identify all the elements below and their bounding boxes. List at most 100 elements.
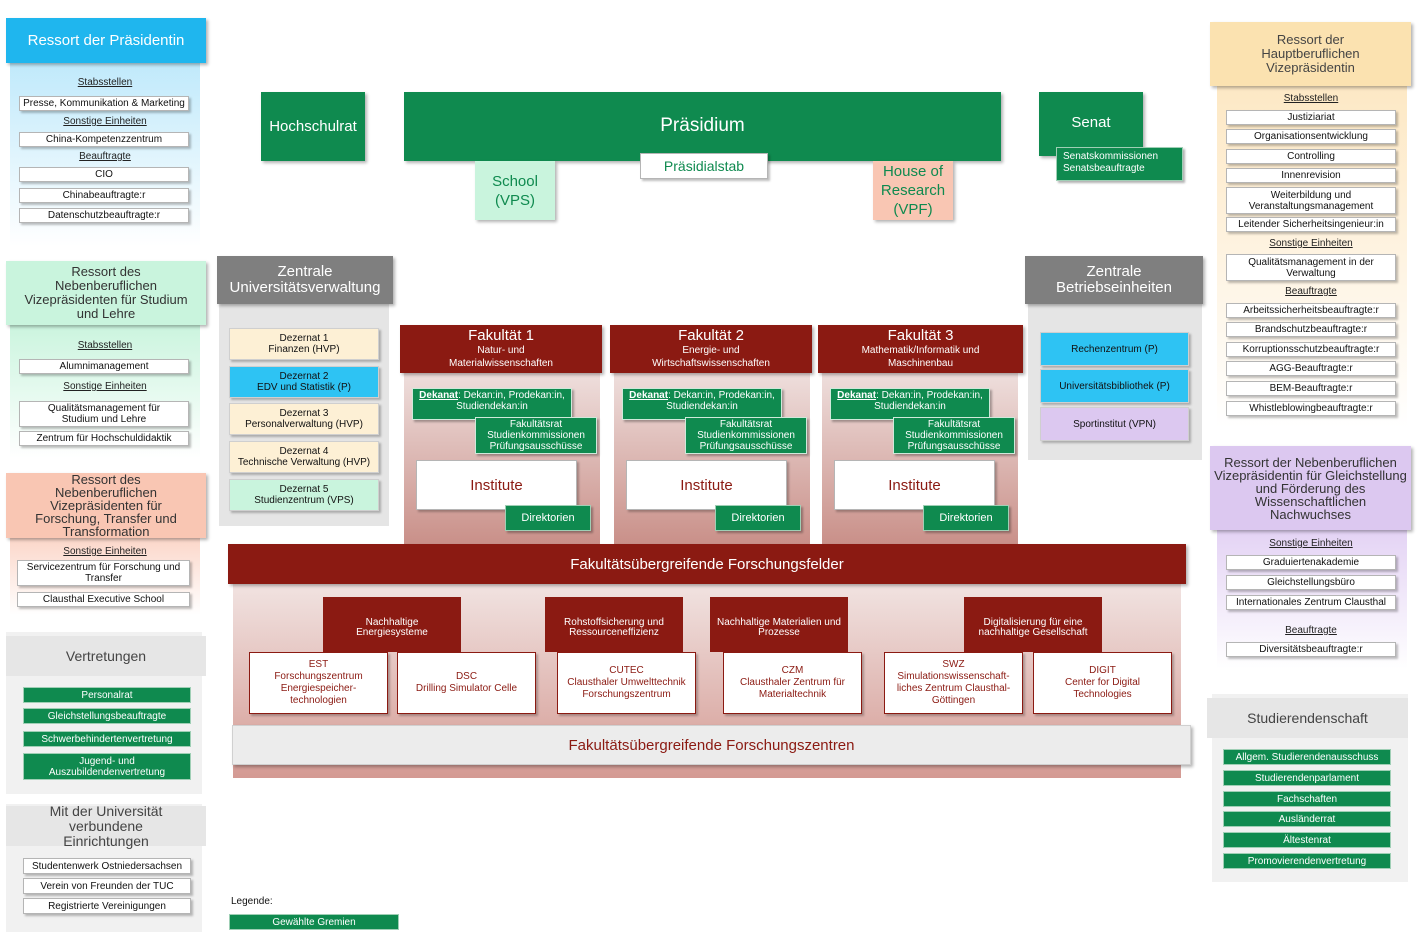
senat-sub-box: Senatskommissionen Senatsbeauftragte [1056,147,1183,181]
forschungszentrum-name: CUTEC [609,665,644,676]
hauptberuflich-beauf-5: Whistleblowingbeauftragte:r [1226,401,1396,416]
praesidentin-title: Ressort der Präsidentin [6,18,206,63]
dekanat-members: : Dekan:in, Prodekan:in, Studiendekan:in [874,390,983,412]
dekanat-label: Dekanat [629,390,669,401]
dezernat-number: Dezernat 5 [279,484,329,495]
hauptberuflich-beauf-2: Korruptionsschutzbeauftragte:r [1226,342,1396,357]
forschungsfeld-2: Nachhaltige Materialien und Prozesse [710,597,848,652]
forschungszentrum-desc: Forschungszentrum Energiespeicher-techno… [274,671,363,706]
praesidentin-sonstige-label: Sonstige Einheiten [63,116,147,127]
hauptberuflich-stab-2: Controlling [1226,149,1396,164]
forschungszentrum-name: DIGIT [1089,665,1116,676]
fakultaet-subtitle: Energie- und Wirtschaftswissenschaften [652,345,770,369]
studierendenschaft-title: Studierendenschaft [1207,698,1408,738]
studierendenschaft-item-1: Studierendenparlament [1223,770,1391,786]
fakultaetsrat-line: Studienkommissionen [697,430,795,441]
verbunden-title: Mit der Universität verbundene Einrichtu… [6,803,206,848]
studium-stabsstellen-label: Stabsstellen [77,340,133,351]
dezernat-number: Dezernat 2 [279,371,329,382]
zuv-title: Zentrale Universitätsverwaltung [217,256,393,304]
fakultaetsrat-line: Fakultätsrat [927,419,981,430]
zbe-title: Zentrale Betriebseinheiten [1025,256,1203,304]
hauptberuflich-beauf-4: BEM-Beauftragte:r [1226,381,1396,396]
forschungszentrum-name: DSC [455,671,478,682]
fakultaetsrat-line: Fakultätsrat [719,419,773,430]
senatsbeauftragte: Senatsbeauftragte [1063,163,1145,174]
dezernat-name: Personalverwaltung (HVP) [245,419,363,430]
forschungsfeld-0: Nachhaltige Energiesysteme [323,597,461,652]
hauptberuflich-stab-0: Justiziariat [1226,110,1396,125]
praesidentin-beauf-2: Datenschutzbeauftragte:r [19,208,189,223]
hauptberuflich-sonst-0: Qualitätsmanagement in der Verwaltung [1226,254,1396,281]
studium-sonst-1: Zentrum für Hochschuldidaktik [19,431,189,446]
forschungszentrum-desc: Clausthaler Umwelttechnik Forschungszent… [567,677,686,700]
verbunden-item-1: Verein von Freunden der TUC [23,878,191,894]
vertretungen-item-1: Gleichstellungsbeauftragte [23,708,191,724]
hauptberuflich-beauf-1: Brandschutzbeauftragte:r [1226,322,1396,337]
studium-sonst-0: Qualitätsmanagement für Studium und Lehr… [19,401,189,427]
fakultaet-2-dekanat: Dekanat: Dekan:in, Prodekan:in, Studiend… [622,388,782,420]
hauptberuflich-beauf-3: AGG-Beauftragte:r [1226,361,1396,376]
studierendenschaft-item-4: Ältestenrat [1223,832,1391,848]
verbunden-item-0: Studentenwerk Ostniedersachsen [23,858,191,874]
forschungszentren-title: Fakultätsübergreifende Forschungszentren [232,725,1191,765]
legend-label: Legende: [231,896,273,907]
verbunden-item-2: Registrierte Vereinigungen [23,898,191,914]
hauptberuflich-stab-1: Organisationsentwicklung [1226,129,1396,144]
dezernat-number: Dezernat 1 [279,333,329,344]
forschungszentrum-desc: Simulationswissenschaft-liches Zentrum C… [896,671,1011,706]
fakultaet-3-dekanat: Dekanat: Dekan:in, Prodekan:in, Studiend… [830,388,990,420]
forschungszentrum-name: SWZ [942,659,965,670]
gleichstellung-beauf-0: Diversitätsbeauftragte:r [1226,642,1396,657]
hauptberuflich-sonstige-label: Sonstige Einheiten [1269,238,1353,249]
fakultaet-1-direktorien: Direktorien [505,505,591,531]
fakultaet-title: Fakultät 2 [678,327,744,344]
dezernat-number: Dezernat 4 [279,446,329,457]
studium-sonstige-label: Sonstige Einheiten [63,381,147,392]
gleichstellung-beauftragte-label: Beauftragte [1285,625,1337,636]
hauptberuflich-stab-5: Leitender Sicherheitsingenieur:in [1226,217,1396,232]
legend-item-gewaehlte-gremien: Gewählte Gremien [229,914,399,930]
forschung-sonst-0: Servicezentrum für Forschung und Transfe… [17,560,190,586]
gleichstellung-sonst-2: Internationales Zentrum Clausthal [1226,595,1396,610]
forschungsfelder-title: Fakultätsübergreifende Forschungsfelder [228,544,1186,584]
hauptberuflich-stab-4: Weiterbildung und Veranstaltungsmanageme… [1226,187,1396,214]
gleichstellung-sonst-1: Gleichstellungsbüro [1226,575,1396,590]
gleichstellung-sonst-0: Graduiertenakademie [1226,555,1396,570]
praesidentin-stab-0: Presse, Kommunikation & Marketing [19,96,189,111]
fakultaet-subtitle: Mathematik/Informatik und Maschinenbau [861,345,980,369]
school-vps: School (VPS) [475,161,555,220]
hauptberuflich-beauf-0: Arbeitssicherheitsbeauftragte:r [1226,303,1396,318]
dezernat-name: EDV und Statistik (P) [257,382,351,393]
dezernat-name: Finanzen (HVP) [268,344,340,355]
gleichstellung-title: Ressort der Nebenberuflichen Vizepräside… [1210,446,1411,530]
praesidentin-stabsstellen-label: Stabsstellen [77,77,133,88]
dekanat-label: Dekanat [837,390,877,401]
fakultaetsrat-line: Prüfungsausschüsse [907,441,1001,452]
zbe-item-2: Sportinstitut (VPN) [1040,407,1189,441]
zbe-item-0: Rechenzentrum (P) [1040,332,1189,366]
praesidium: Präsidium [404,92,1001,161]
fakultaet-2-direktorien: Direktorien [715,505,801,531]
hauptberuflich-stab-3: Innenrevision [1226,168,1396,183]
forschungsfeld-3: Digitalisierung für eine nachhaltige Ges… [964,597,1102,652]
forschung-sonst-1: Clausthal Executive School [17,592,190,607]
praesidentin-beauf-1: Chinabeauftragte:r [19,188,189,203]
praesidialstab: Präsidialstab [640,153,768,179]
forschungszentrum-desc: Drilling Simulator Celle [415,683,518,694]
senat: Senat [1039,92,1143,156]
gleichstellung-sonstige-label: Sonstige Einheiten [1269,538,1353,549]
fakultaet-3-direktorien: Direktorien [923,505,1009,531]
